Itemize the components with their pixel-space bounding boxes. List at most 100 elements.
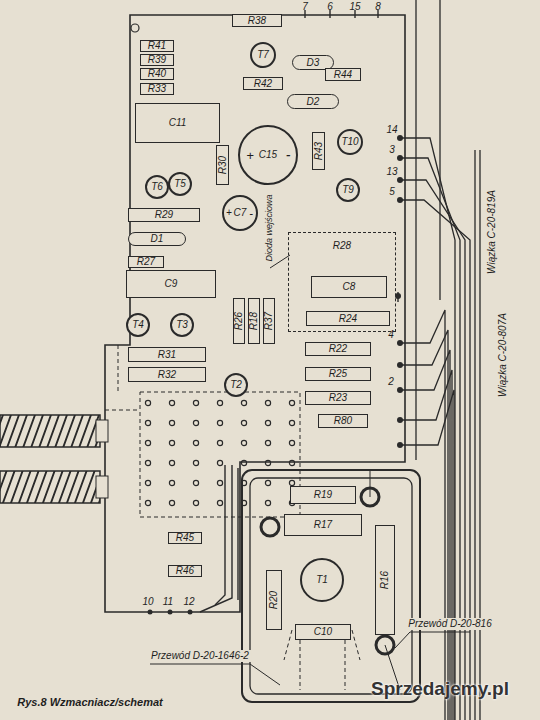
part-label: R30 xyxy=(218,156,228,174)
component-box: R29 xyxy=(128,208,200,222)
transistor-outline: T2 xyxy=(224,373,248,397)
pin-number: 7 xyxy=(302,2,308,12)
part-label: D3 xyxy=(307,58,320,68)
transistor-outline: T1 xyxy=(300,558,344,602)
pin-number: 6 xyxy=(327,2,333,12)
shield-can xyxy=(242,470,420,702)
part-label: T10 xyxy=(341,137,358,147)
component-box: R44 xyxy=(325,68,361,81)
part-label: R44 xyxy=(334,70,352,80)
part-label: D1 xyxy=(151,234,164,244)
part-label: R19 xyxy=(314,490,332,500)
transistor-outline: T9 xyxy=(336,178,360,202)
shielded-cable xyxy=(0,415,108,503)
part-label: R26 xyxy=(234,312,244,330)
part-label: T5 xyxy=(174,179,186,189)
component-box: R43 xyxy=(312,132,325,170)
component-box: R18 xyxy=(248,298,260,344)
component-box: R45 xyxy=(168,532,202,544)
component-box: R31 xyxy=(128,347,206,362)
pin-number: 14 xyxy=(386,125,397,135)
transistor-outline: T4 xyxy=(126,313,150,337)
component-box: R26 xyxy=(233,298,245,344)
part-label: T9 xyxy=(342,185,354,195)
component-region: R28C8R24 xyxy=(288,232,396,332)
pin-number: 10 xyxy=(142,597,153,607)
diode-symbol: D1 xyxy=(128,232,186,246)
part-label: R43 xyxy=(314,142,324,160)
pin-number: 8 xyxy=(375,2,381,12)
component-box: R32 xyxy=(128,367,206,382)
part-label: R28 xyxy=(333,241,351,251)
component-box: R23 xyxy=(305,391,371,405)
part-label: R29 xyxy=(155,210,173,220)
part-label: C11 xyxy=(169,118,187,128)
transistor-outline: T3 xyxy=(170,313,194,337)
part-label: C7 xyxy=(234,208,247,218)
part-label: R46 xyxy=(176,566,194,576)
component-box: R22 xyxy=(305,342,371,356)
part-label: C8 xyxy=(343,282,356,292)
note-label: Przewód D-20-816 xyxy=(406,618,493,630)
component-box: R37 xyxy=(263,298,275,344)
component-box: R17 xyxy=(284,514,362,536)
component-box: R42 xyxy=(243,77,283,90)
transistor-outline: T5 xyxy=(168,172,192,196)
part-label: T1 xyxy=(316,575,328,585)
component-box: C8 xyxy=(311,276,387,298)
part-label: R17 xyxy=(314,520,332,530)
part-label: R23 xyxy=(329,393,347,403)
part-label: R20 xyxy=(269,591,279,609)
component-box: R40 xyxy=(140,68,174,80)
mounting-hole xyxy=(131,24,139,32)
part-label: T7 xyxy=(257,50,269,60)
part-label: R32 xyxy=(158,370,176,380)
part-label: R45 xyxy=(176,533,194,543)
part-label: R37 xyxy=(264,312,274,330)
transistor-outline: T7 xyxy=(250,42,276,68)
note-label: Dioda wejściowa xyxy=(265,194,274,261)
polarity-mark: + xyxy=(226,208,232,218)
watermark: Sprzedajemy.pl xyxy=(371,679,509,698)
part-label: T3 xyxy=(176,320,188,330)
transistor-outline: T10 xyxy=(337,129,363,155)
component-box: R30 xyxy=(216,145,229,185)
component-box: R16 xyxy=(375,525,395,635)
part-label: R24 xyxy=(339,314,357,324)
board-outline xyxy=(105,15,405,612)
pin-number: 2 xyxy=(388,377,394,387)
pin-number: 13 xyxy=(386,167,397,177)
component-box: R19 xyxy=(290,486,356,504)
component-box: R80 xyxy=(318,414,368,428)
part-label: T6 xyxy=(151,182,163,192)
part-label: R42 xyxy=(254,79,272,89)
polarity-mark: - xyxy=(249,208,253,219)
part-label: R41 xyxy=(148,41,166,51)
figure-caption: Rys.8 Wzmacniacz/schemat xyxy=(17,697,163,708)
component-box: R24 xyxy=(306,311,390,326)
pcb-traces xyxy=(200,10,398,612)
component-box: R25 xyxy=(305,367,371,381)
pin-number: 5 xyxy=(389,187,395,197)
part-label: C9 xyxy=(165,279,178,289)
pin-number: 3 xyxy=(389,145,395,155)
component-box: R39 xyxy=(140,54,174,66)
part-label: R16 xyxy=(380,571,390,589)
component-box: C11 xyxy=(135,103,220,143)
part-label: D2 xyxy=(307,97,320,107)
pin-number: 12 xyxy=(183,597,194,607)
component-box: C9 xyxy=(126,270,216,298)
polarity-mark: - xyxy=(286,148,291,162)
note-label: Przewód D-20-1646-2 xyxy=(149,650,251,662)
part-label: R39 xyxy=(148,55,166,65)
part-label: R31 xyxy=(158,350,176,360)
pin-number: 11 xyxy=(163,597,173,607)
part-label: R18 xyxy=(249,312,259,330)
part-label: T4 xyxy=(132,320,144,330)
part-label: R22 xyxy=(329,344,347,354)
component-box: R33 xyxy=(140,83,174,95)
polarity-mark: + xyxy=(246,149,254,162)
pin-number: 4 xyxy=(388,330,394,340)
part-label: C10 xyxy=(314,627,332,637)
